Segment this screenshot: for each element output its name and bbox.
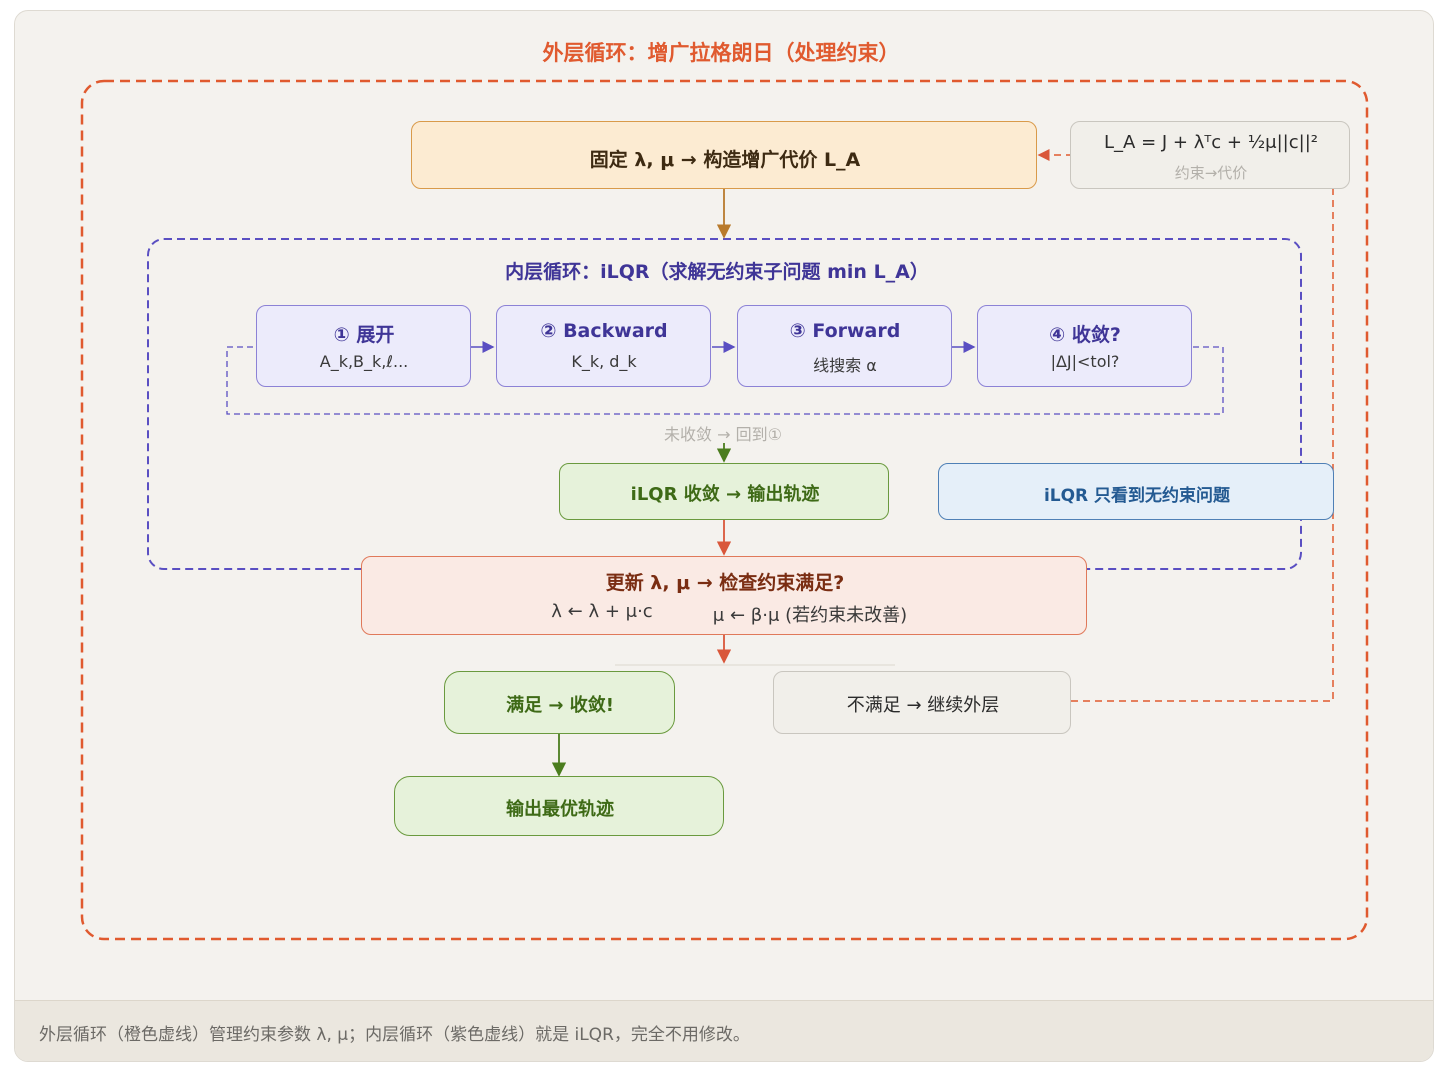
- step-forward: ③ Forward 线搜索 α: [737, 305, 952, 387]
- update-title: 更新 λ, μ → 检查约束满足?: [605, 572, 845, 594]
- step-sub: |ΔJ|<tol?: [1050, 352, 1120, 371]
- ilqr-note-box: iLQR 只看到无约束问题: [938, 463, 1334, 520]
- outer-loop-title: 外层循环：增广拉格朗日（处理约束）: [542, 41, 900, 65]
- step-backward: ② Backward K_k, d_k: [496, 305, 711, 387]
- step-converged-check: ④ 收敛? |ΔJ|<tol?: [977, 305, 1192, 387]
- ilqr-note-label: iLQR 只看到无约束问题: [1043, 486, 1231, 506]
- output-box: 输出最优轨迹: [394, 776, 724, 836]
- caption-text: 外层循环（橙色虚线）管理约束参数 λ, μ；内层循环（紫色虚线）就是 iLQR，…: [39, 1025, 750, 1045]
- formula-caption: 约束→代价: [1174, 164, 1248, 182]
- inner-loop-title: 内层循环：iLQR（求解无约束子问题 min L_A）: [505, 261, 929, 283]
- update-formula-mu: μ ← β·μ (若约束未改善): [712, 605, 908, 626]
- not-converged-label: 未收敛 → 回到①: [664, 425, 782, 444]
- ilqr-converged-box: iLQR 收敛 → 输出轨迹: [559, 463, 889, 520]
- formula-box: L_A = J + λᵀc + ½μ||c||² 约束→代价: [1070, 121, 1350, 189]
- step-title: ③ Forward: [789, 320, 901, 342]
- step-sub: 线搜索 α: [813, 356, 877, 375]
- step-title: ④ 收敛?: [1049, 324, 1121, 346]
- fix-params-label: 固定 λ, μ → 构造增广代价 L_A: [589, 149, 861, 171]
- ilqr-converged-label: iLQR 收敛 → 输出轨迹: [630, 484, 820, 505]
- update-params-box: 更新 λ, μ → 检查约束满足? λ ← λ + μ·c μ ← β·μ (若…: [361, 556, 1087, 635]
- satisfied-box: 满足 → 收敛!: [444, 671, 675, 734]
- step-expand: ① 展开 A_k,B_k,ℓ...: [256, 305, 471, 387]
- update-formula-lambda: λ ← λ + μ·c: [551, 601, 653, 622]
- step-sub: A_k,B_k,ℓ...: [319, 352, 409, 371]
- diagram-panel: 外层循环：增广拉格朗日（处理约束） 固定 λ, μ → 构造增广代价 L_A L…: [14, 10, 1434, 1062]
- formula-text: L_A = J + λᵀc + ½μ||c||²: [1104, 132, 1318, 153]
- output-label: 输出最优轨迹: [506, 799, 614, 820]
- fix-params-box: 固定 λ, μ → 构造增广代价 L_A: [411, 121, 1037, 189]
- step-sub: K_k, d_k: [571, 352, 637, 371]
- not-satisfied-box: 不满足 → 继续外层: [773, 671, 1071, 734]
- caption-footer: 外层循环（橙色虚线）管理约束参数 λ, μ；内层循环（紫色虚线）就是 iLQR，…: [15, 1000, 1433, 1061]
- step-title: ② Backward: [540, 320, 668, 342]
- step-title: ① 展开: [333, 324, 395, 346]
- satisfied-label: 满足 → 收敛!: [506, 695, 614, 716]
- outer-loop-frame: [80, 79, 1369, 941]
- not-satisfied-label: 不满足 → 继续外层: [846, 695, 1000, 716]
